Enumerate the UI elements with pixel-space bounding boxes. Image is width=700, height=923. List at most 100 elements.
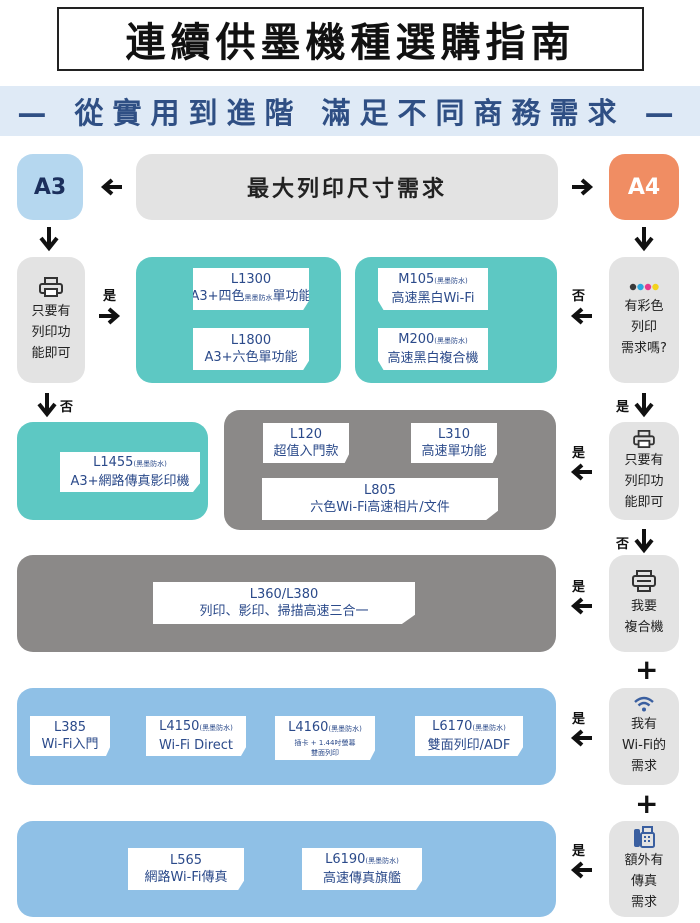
model-desc: A3+六色單功能 (204, 350, 298, 365)
plus-icon: + (635, 787, 659, 820)
question-line: 我有 (630, 717, 657, 732)
model-name-line: L6170(黑墨防水) (432, 718, 506, 737)
model-name: M200 (398, 332, 435, 347)
no-label: 否 (60, 400, 74, 415)
model-tag: 黑墨防水 (244, 294, 273, 302)
model-desc: 超值入門款 (273, 444, 339, 459)
model-name: L385 (53, 720, 87, 735)
model-desc: Wi-Fi Direct (158, 738, 234, 753)
yes-label: 是 (572, 580, 586, 595)
model-name: L6190 (325, 852, 366, 867)
model-name: L565 (169, 853, 203, 868)
model-desc: 雙面列印 (311, 748, 339, 757)
model-tag: (黑墨防水) (434, 337, 468, 345)
model-name-line: L6190(黑墨防水) (325, 851, 399, 870)
model-desc: 高速黑白複合機 (387, 351, 479, 366)
model-card-l4150: L4150(黑墨防水) Wi-Fi Direct (146, 716, 246, 756)
arrow-left-icon (100, 178, 122, 196)
a3-badge: A3 (17, 154, 83, 220)
model-desc: 網路Wi-Fi傳真 (144, 870, 228, 885)
model-card-m200: M200(黑墨防水) 高速黑白複合機 (378, 328, 488, 370)
arrow-right-icon (99, 307, 121, 325)
model-name-line: L1455(黑墨防水) (93, 454, 167, 473)
arrow-left-icon (570, 729, 592, 747)
question-line: 需求 (630, 894, 657, 910)
question-line: 只要有 (624, 452, 664, 468)
model-name: M105 (398, 272, 435, 287)
title-box: 連續供墨機種選購指南 (57, 7, 644, 71)
model-name: L1300 (230, 272, 272, 287)
a3-print-only-question: 只要有 列印功 能即可 (17, 257, 85, 383)
question-line: 能即可 (31, 345, 71, 361)
model-name-line: L4160(黑墨防水) (288, 719, 362, 738)
question-line: 有彩色 (624, 298, 664, 314)
model-name-line: L4150(黑墨防水) (159, 718, 233, 737)
fax-question: 額外有 傳真 需求 (609, 821, 679, 917)
size-question-box: 最大列印尺寸需求 (136, 154, 558, 220)
question-line: 我要 (630, 598, 657, 614)
arrow-down-icon (37, 393, 57, 418)
model-desc: A3+四色黑墨防水單功能 (190, 288, 309, 307)
model-name: L360/L380 (249, 587, 319, 602)
model-desc: 高速單功能 (421, 444, 487, 459)
page-subtitle: — 從實用到進階 滿足不同商務需求 — (17, 96, 683, 130)
model-tag: (黑墨防水) (434, 277, 468, 285)
desc-part: A3+四色 (190, 289, 245, 304)
model-name: L120 (289, 427, 323, 442)
yes-label: 是 (616, 400, 630, 415)
question-line: 列印功 (31, 324, 71, 340)
model-name: L310 (437, 427, 471, 442)
printer-icon (633, 429, 655, 448)
model-card-l6190: L6190(黑墨防水) 高速傳真旗艦 (302, 848, 422, 890)
question-line: 需求嗎? (621, 340, 667, 356)
question-line: 傳真 (630, 873, 657, 889)
wifi-icon (634, 696, 654, 712)
model-tag: (黑墨防水) (133, 460, 167, 468)
yes-label: 是 (572, 844, 586, 859)
model-name: L1455 (93, 455, 134, 470)
yes-label: 是 (572, 712, 586, 727)
ink-dots-icon (629, 283, 659, 290)
model-desc: Wi-Fi入門 (41, 737, 99, 752)
question-line: 額外有 (624, 852, 664, 868)
question-line: Wi-Fi的 (621, 738, 666, 753)
model-name-line: M105(黑墨防水) (398, 271, 468, 290)
model-desc: 高速傳真旗艦 (322, 871, 401, 886)
color-question: 有彩色 列印 需求嗎? (609, 257, 679, 383)
model-card-l565: L565 網路Wi-Fi傳真 (128, 848, 244, 890)
model-card-l360-l380: L360/L380 列印、影印、掃描高速三合一 (153, 582, 415, 624)
arrow-down-icon (634, 227, 654, 252)
model-card-l1300: L1300 A3+四色黑墨防水單功能 (193, 268, 309, 310)
no-label: 否 (616, 537, 630, 552)
model-card-l1455: L1455(黑墨防水) A3+網路傳真影印機 (60, 452, 200, 492)
model-name: L805 (363, 483, 397, 498)
question-line: 需求 (630, 759, 657, 774)
model-name: L6170 (432, 719, 473, 734)
question-line: 能即可 (624, 494, 664, 510)
question-line: 只要有 (31, 303, 71, 319)
model-tag: (黑墨防水) (472, 724, 506, 732)
model-tag: (黑墨防水) (328, 724, 362, 733)
model-desc: A3+網路傳真影印機 (70, 474, 190, 489)
model-name: L1800 (230, 333, 272, 348)
arrow-left-icon (570, 861, 592, 879)
model-card-l1800: L1800 A3+六色單功能 (193, 328, 309, 370)
a4-label: A4 (627, 174, 661, 200)
question-line: 列印功 (624, 473, 664, 489)
model-desc: 雙面列印/ADF (427, 738, 511, 753)
yes-label: 是 (103, 289, 117, 304)
model-desc: 插卡 + 1.44吋螢幕 (294, 738, 356, 747)
scanner-icon (632, 569, 656, 592)
model-card-l4160: L4160(黑墨防水) 插卡 + 1.44吋螢幕 雙面列印 (275, 716, 375, 760)
arrow-left-icon (570, 597, 592, 615)
model-desc: 六色Wi-Fi高速相片/文件 (310, 500, 450, 515)
model-card-l385: L385 Wi-Fi入門 (30, 716, 110, 756)
page-title: 連續供墨機種選購指南 (125, 20, 576, 66)
model-card-l310: L310 高速單功能 (411, 423, 497, 463)
arrow-down-icon (39, 227, 59, 252)
size-question: 最大列印尺寸需求 (246, 177, 447, 202)
model-tag: (黑墨防水) (365, 857, 399, 865)
model-desc: 高速黑白Wi-Fi (391, 291, 475, 306)
arrow-down-icon (634, 393, 654, 418)
a4-badge: A4 (609, 154, 679, 220)
